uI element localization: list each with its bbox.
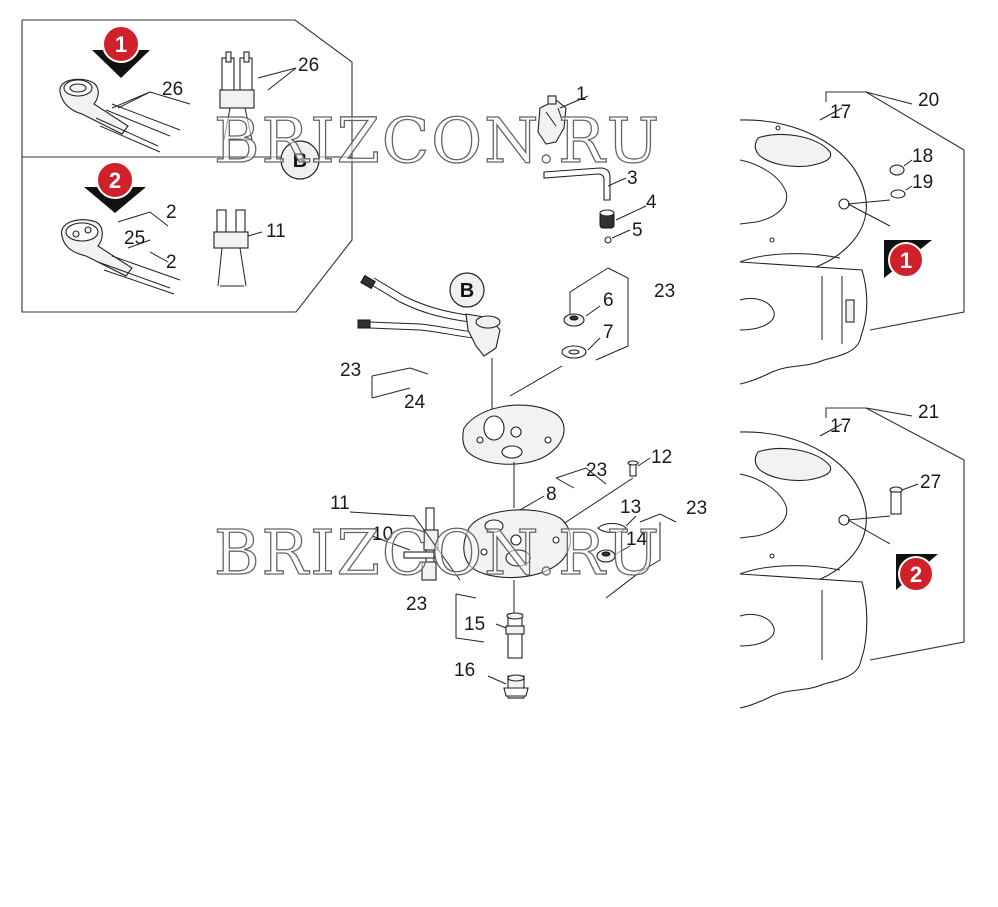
part-27-bolt: [889, 486, 903, 515]
ignition-cable-assembly: [357, 274, 501, 357]
callout-16: 16: [454, 660, 475, 681]
detail-b-marker-inset: B: [280, 140, 320, 180]
callout-20: 20: [918, 90, 939, 111]
callout-11-main: 11: [330, 493, 350, 514]
callout-1: 1: [576, 84, 587, 105]
part-8-plate: [463, 509, 572, 579]
callout-3: 3: [627, 168, 638, 189]
cable-boot-variant-1: [59, 78, 181, 153]
variant-2-badge-top: 2: [84, 161, 146, 213]
callout-15: 15: [464, 614, 485, 635]
cable-boot-variant-2: [61, 219, 181, 295]
callout-23-left-upper: 23: [340, 360, 361, 381]
badge-1-text: 1: [115, 32, 127, 57]
callout-4: 4: [646, 192, 657, 213]
callout-23-right-lower: 23: [686, 498, 707, 519]
watermark-top: BRIZCON.RU: [214, 104, 661, 177]
callout-10: 10: [372, 524, 393, 545]
callout-5: 5: [632, 220, 643, 241]
part-1-clip: [537, 95, 567, 145]
callout-21: 21: [918, 402, 939, 423]
svg-text:B: B: [460, 280, 474, 302]
part-24-plate: [462, 404, 565, 465]
callout-13: 13: [620, 497, 641, 518]
variant-1-badge-right: 1: [884, 240, 932, 278]
right-panel-variant-1: 20 17 18 19 1: [739, 90, 965, 385]
part-10-electrode: [403, 551, 437, 581]
part-15-nozzle-holder: [505, 612, 525, 659]
right-panel-variant-2: 21 17 27 2: [739, 402, 965, 709]
callout-17-lower: 17: [830, 416, 851, 437]
callout-25: 25: [124, 228, 145, 249]
callout-19: 19: [912, 172, 933, 193]
callout-26-electrode: 26: [298, 55, 319, 76]
callout-8: 8: [546, 484, 557, 505]
svg-text:B: B: [293, 150, 307, 172]
variant-1-badge-top: 1: [92, 25, 150, 78]
callout-24: 24: [404, 392, 426, 413]
callout-23-lower: 23: [406, 594, 427, 615]
callout-2-upper: 2: [166, 202, 177, 223]
callout-17-upper: 17: [830, 102, 851, 123]
detail-b-marker: B: [449, 272, 485, 308]
svg-text:2: 2: [910, 562, 922, 587]
inset-panel: 1 2: [21, 19, 353, 313]
svg-text:1: 1: [900, 248, 912, 273]
callout-6: 6: [603, 290, 614, 311]
center-assembly: 1 3 4 5 6 7 23 B: [330, 84, 707, 699]
callout-12: 12: [651, 447, 672, 468]
callout-14: 14: [626, 529, 648, 550]
callout-11-inset: 11: [266, 221, 286, 242]
electrode-pair-top-26: [219, 51, 255, 141]
callout-23-upper-right: 23: [654, 281, 675, 302]
callout-23-middle: 23: [586, 460, 607, 481]
callout-7: 7: [603, 322, 614, 343]
callout-27: 27: [920, 472, 941, 493]
callout-18: 18: [912, 146, 933, 167]
watermark-bottom: BRIZCON.RU: [214, 516, 661, 589]
electrode-pair-inset-11: [213, 209, 249, 287]
part-16-nozzle: [503, 674, 529, 699]
callout-2-lower: 2: [166, 252, 177, 273]
callout-26-boot: 26: [162, 79, 183, 100]
variant-2-badge-right: 2: [896, 554, 938, 592]
badge-2-text: 2: [109, 168, 121, 193]
